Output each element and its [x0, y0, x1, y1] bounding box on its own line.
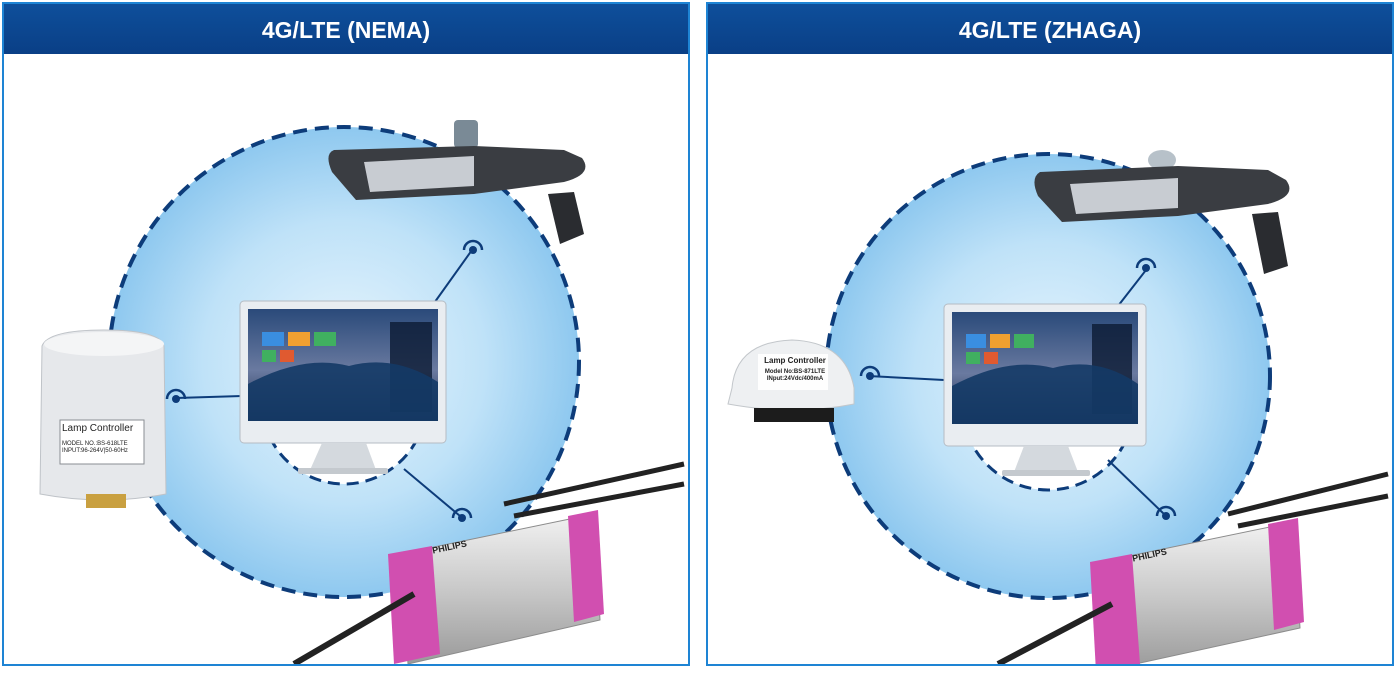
controller-input: INPUT:96-264V|50-60Hz	[62, 448, 128, 454]
panel-title: 4G/LTE (ZHAGA)	[708, 4, 1392, 54]
network-diagram: Lamp Controller Model No:BS-871LTE INput…	[708, 54, 1392, 664]
controller-label: Lamp Controller MODEL NO.:BS-618LTE INPU…	[62, 423, 144, 455]
coverage-dashed-ring	[824, 152, 1272, 600]
monitor-icon	[239, 300, 447, 474]
diagram-svg	[727, 150, 1389, 664]
controller-label: Lamp Controller Model No:BS-871LTE INput…	[758, 356, 832, 383]
controller-model: Model No:BS-871LTE	[764, 369, 826, 375]
controller-model: MODEL NO.:BS-618LTE	[62, 441, 128, 447]
controller-input: INput:24Vdc/400mA	[766, 376, 824, 382]
led-driver-icon	[292, 461, 685, 664]
signal-node-icon	[165, 239, 484, 522]
nema-controller-icon	[39, 329, 167, 508]
signal-node-icon	[859, 257, 1177, 520]
panel-zhaga: 4G/LTE (ZHAGA)	[706, 2, 1394, 666]
street-light-icon	[328, 120, 586, 244]
monitor-icon	[943, 303, 1147, 476]
network-diagram: Lamp Controller MODEL NO.:BS-618LTE INPU…	[4, 54, 688, 664]
street-light-icon	[1034, 150, 1290, 274]
panel-title: 4G/LTE (NEMA)	[4, 4, 688, 54]
panel-nema: 4G/LTE (NEMA)	[2, 2, 690, 666]
controller-title: Lamp Controller	[764, 356, 826, 365]
zhaga-controller-icon	[727, 339, 855, 422]
led-driver-icon	[996, 471, 1389, 664]
controller-title: Lamp Controller	[62, 423, 134, 434]
diagram-svg	[39, 120, 685, 664]
